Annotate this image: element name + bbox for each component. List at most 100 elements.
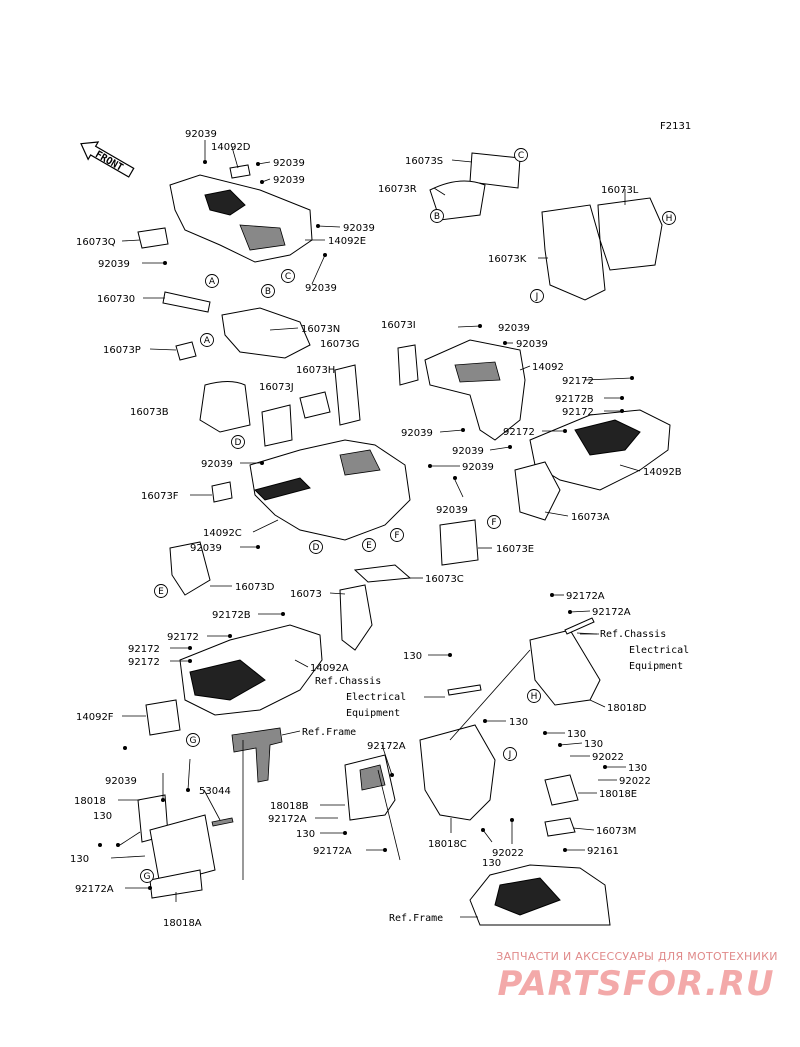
label-16073F: 16073F (141, 491, 179, 502)
callout-f-2: F (487, 515, 501, 529)
ref-frame-2: Ref.Frame (389, 913, 443, 924)
label-92172-e: 92172 (128, 644, 160, 655)
svg-text:J: J (508, 750, 512, 760)
label-130-g: 130 (584, 739, 603, 750)
label-92022-c: 92022 (492, 848, 524, 859)
reference-notes: Ref.Chassis Electrical Equipment Ref.Cha… (302, 629, 689, 924)
label-16073I: 16073I (381, 320, 416, 331)
fastener-dots (98, 160, 634, 890)
label-130-d: 130 (70, 854, 89, 865)
label-18018B: 18018B (270, 801, 309, 812)
ref-frame-1: Ref.Frame (302, 727, 356, 738)
callout-f-1: F (390, 528, 404, 542)
callout-j-top: J (530, 289, 544, 303)
svg-text:F: F (491, 518, 496, 528)
callout-a-2: A (200, 333, 214, 347)
label-18018E: 18018E (599, 789, 637, 800)
callout-b-top: B (430, 209, 444, 223)
label-16073K: 16073K (488, 254, 527, 265)
ref-equipment-2: Equipment (346, 708, 400, 719)
part-labels: 92039 14092D 92039 92039 92039 14092E 16… (70, 129, 682, 929)
callout-d-2: D (309, 540, 323, 554)
front-label: FRONT (93, 149, 125, 174)
label-130-f: 130 (567, 729, 586, 740)
label-92172-b: 92172 (562, 407, 594, 418)
svg-text:E: E (366, 541, 372, 551)
callout-j-2: J (503, 747, 517, 761)
label-53044: 53044 (199, 786, 231, 797)
label-92172-c: 92172 (503, 427, 535, 438)
svg-text:G: G (144, 872, 151, 882)
label-92039-m: 92039 (436, 505, 468, 516)
svg-text:C: C (518, 151, 524, 161)
label-92172A-c: 92172A (367, 741, 406, 752)
label-92172A-f: 92172A (313, 846, 352, 857)
ref-electrical-2: Electrical (346, 692, 406, 703)
label-92022-b: 92022 (619, 776, 651, 787)
label-92172-f: 92172 (128, 657, 160, 668)
svg-text:E: E (158, 587, 164, 597)
label-16073P: 16073P (103, 345, 141, 356)
callout-h-2: H (527, 689, 541, 703)
label-16073R: 16073R (378, 184, 417, 195)
label-92172A-d: 92172A (75, 884, 114, 895)
label-130-a: 130 (403, 651, 422, 662)
label-92039-b: 92039 (273, 158, 305, 169)
label-14092E: 14092E (328, 236, 366, 247)
label-130-i: 130 (482, 858, 501, 869)
label-92039-d: 92039 (343, 223, 375, 234)
label-92039-a: 92039 (185, 129, 217, 140)
svg-text:H: H (531, 692, 538, 702)
label-16073A: 16073A (571, 512, 610, 523)
ref-chassis-1: Ref.Chassis (600, 629, 666, 640)
label-92039-c: 92039 (273, 175, 305, 186)
ref-electrical-1: Electrical (629, 645, 689, 656)
svg-text:A: A (209, 277, 216, 287)
callout-c-2: C (281, 269, 295, 283)
label-92172-a: 92172 (562, 376, 594, 387)
label-16073Q: 16073Q (76, 237, 116, 248)
label-92172B-b: 92172B (212, 610, 251, 621)
label-130-c: 130 (93, 811, 112, 822)
callout-e-1: E (362, 538, 376, 552)
label-14092F: 14092F (76, 712, 114, 723)
label-92039-f: 92039 (305, 283, 337, 294)
label-14092: 14092 (532, 362, 564, 373)
label-16073H: 16073H (296, 365, 335, 376)
label-18018A: 18018A (163, 918, 202, 929)
callout-d-1: D (231, 435, 245, 449)
figure-code: F2131 (660, 121, 691, 132)
svg-text:D: D (235, 438, 242, 448)
svg-text:G: G (190, 736, 197, 746)
callout-g-2: G (140, 869, 154, 883)
callout-b-2: B (261, 284, 275, 298)
label-18018D: 18018D (607, 703, 647, 714)
label-16073D: 16073D (235, 582, 275, 593)
label-16073: 16073 (290, 589, 322, 600)
label-18018: 18018 (74, 796, 106, 807)
part-shapes (137, 152, 671, 926)
svg-text:C: C (285, 272, 291, 282)
label-16073S: 16073S (405, 156, 443, 167)
callout-a-1: A (205, 274, 219, 288)
label-18018C: 18018C (428, 839, 467, 850)
label-130-b: 130 (509, 717, 528, 728)
svg-text:B: B (434, 212, 440, 222)
svg-text:D: D (313, 543, 320, 553)
label-92172A-a: 92172A (566, 591, 605, 602)
label-92039-g: 92039 (498, 323, 530, 334)
label-92039-n: 92039 (190, 543, 222, 554)
ref-chassis-2: Ref.Chassis (315, 676, 381, 687)
label-92172A-b: 92172A (592, 607, 631, 618)
label-130-e: 130 (296, 829, 315, 840)
label-92039-h: 92039 (516, 339, 548, 350)
label-92161: 92161 (587, 846, 619, 857)
label-160730: 160730 (97, 294, 135, 305)
callout-e-2: E (154, 584, 168, 598)
label-92039-i: 92039 (401, 428, 433, 439)
label-16073N: 16073N (301, 324, 340, 335)
callout-g-1: G (186, 733, 200, 747)
label-92039-o: 92039 (105, 776, 137, 787)
ref-equipment-1: Equipment (629, 661, 683, 672)
